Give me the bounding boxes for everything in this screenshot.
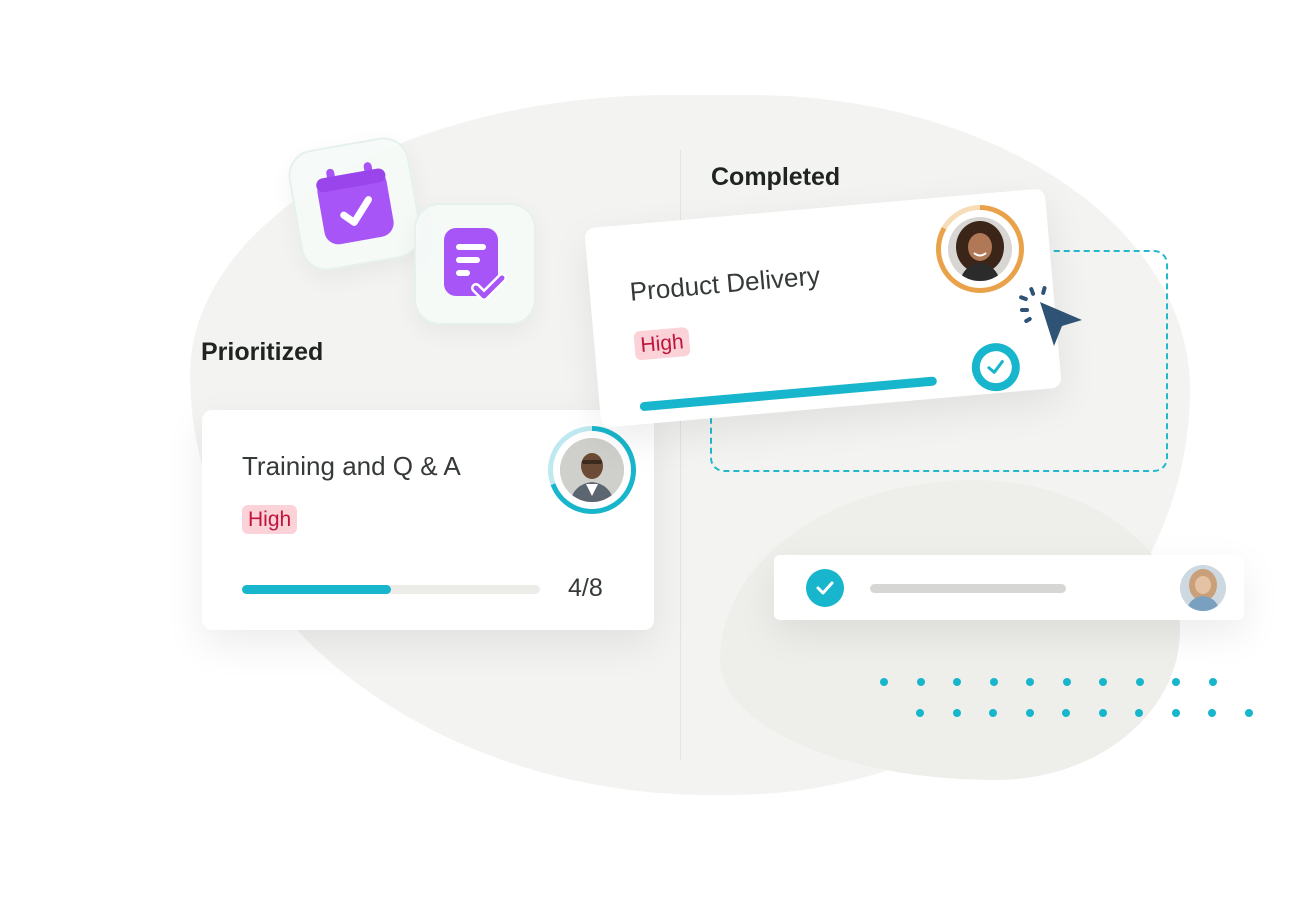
dot: [1135, 709, 1143, 717]
cursor-click-icon: [1019, 286, 1082, 346]
task-card-mini[interactable]: [774, 555, 1244, 620]
task-title: Product Delivery: [628, 260, 822, 307]
dot: [1172, 678, 1180, 686]
avatar[interactable]: [1180, 565, 1226, 611]
task-card-product-delivery[interactable]: Product Delivery High: [584, 188, 1062, 428]
task-title: Training and Q & A: [242, 451, 461, 481]
person-avatar-icon: [560, 438, 624, 502]
dot: [1099, 678, 1107, 686]
calendar-check-icon: [316, 162, 394, 245]
dot: [989, 709, 997, 717]
avatar[interactable]: [560, 438, 624, 502]
column-title-completed: Completed: [711, 163, 841, 191]
assignee-avatar-ring: [548, 426, 636, 514]
priority-badge: High: [242, 505, 298, 534]
dot: [1026, 678, 1034, 686]
dot: [1244, 709, 1253, 717]
dot: [1062, 678, 1071, 686]
dot: [952, 709, 961, 717]
document-check-icon: [444, 228, 507, 301]
assignee-avatar-ring: [936, 205, 1024, 293]
check-circle-icon[interactable]: [969, 341, 1022, 394]
column-divider: [680, 150, 681, 760]
placeholder-bar: [870, 584, 1066, 593]
dot: [1135, 678, 1144, 686]
column-title-prioritized: Prioritized: [201, 338, 324, 366]
dot: [916, 709, 924, 717]
dot: [1098, 709, 1107, 717]
dot: [1171, 709, 1180, 717]
dot: [953, 678, 961, 686]
person-avatar-icon: [948, 217, 1012, 281]
check-circle-icon[interactable]: [806, 569, 844, 607]
background-blob-secondary: [720, 480, 1180, 780]
progress-track: [242, 585, 540, 594]
avatar[interactable]: [948, 217, 1012, 281]
document-tile: [414, 203, 536, 325]
person-avatar-icon: [1180, 565, 1226, 611]
dot: [916, 678, 925, 686]
dot: [1062, 709, 1070, 717]
dot: [989, 678, 998, 686]
progress-fill: [242, 585, 391, 594]
dot: [1208, 709, 1216, 717]
dot: [1208, 678, 1217, 686]
dot: [880, 678, 888, 686]
priority-badge: High: [633, 326, 691, 361]
calendar-tile: [284, 133, 426, 275]
progress-counter: 4/8: [568, 574, 603, 602]
dot: [1025, 709, 1034, 717]
